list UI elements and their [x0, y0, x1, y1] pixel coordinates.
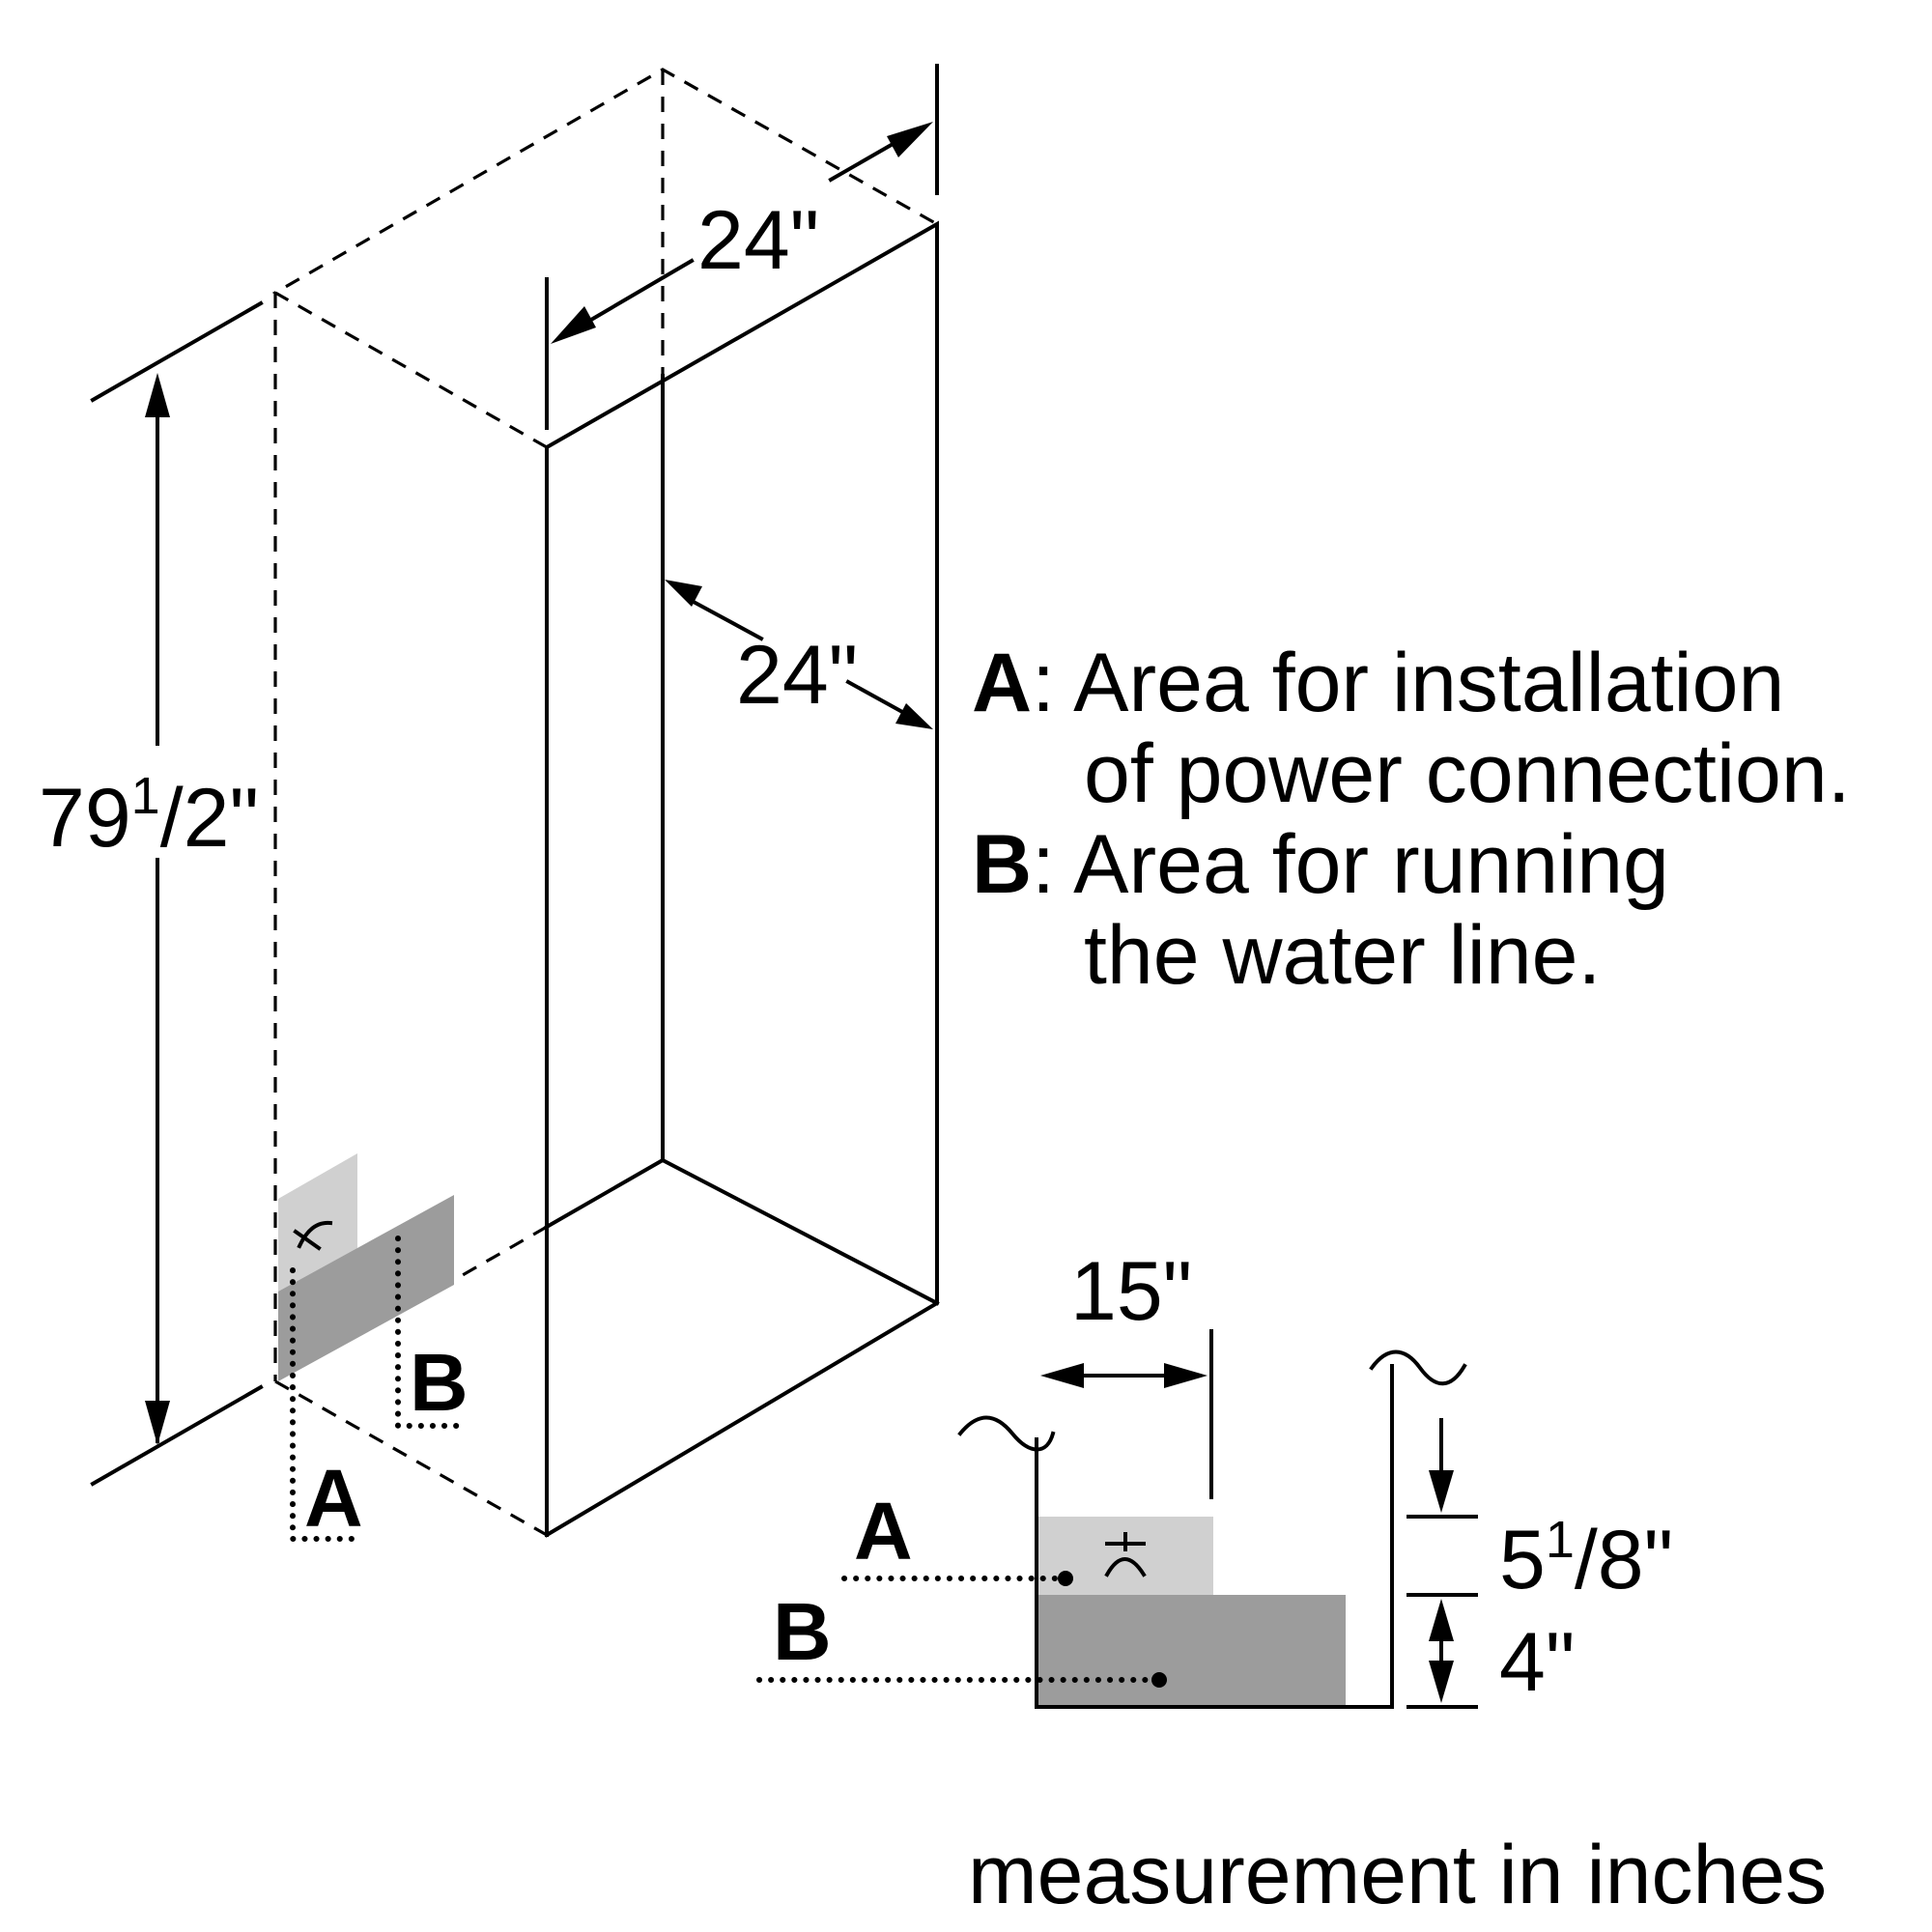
main-dotted-leaders [290, 1236, 461, 1542]
main-label-b: B [410, 1337, 469, 1428]
cabinet-dashed-envelope [271, 68, 938, 1537]
legend-a-line2: of power connection. [1084, 727, 1851, 820]
depth-value: 24" [736, 629, 858, 722]
height-value: 791/2" [39, 767, 259, 865]
inset-label-b: B [773, 1586, 832, 1677]
height-dimension [90, 300, 264, 1487]
inset-upper-value: 51/8" [1499, 1511, 1673, 1606]
legend: A: Area for installation of power connec… [972, 637, 1851, 1002]
main-outlet-icon [293, 1220, 333, 1251]
legend-b-line2: the water line. [1084, 909, 1601, 1002]
main-label-a: A [304, 1453, 363, 1544]
depth-dimension [665, 580, 933, 729]
inset-lower-value: 4" [1499, 1616, 1575, 1709]
main-area-b [278, 1195, 454, 1381]
inset-area-b [1037, 1595, 1346, 1708]
width-dimension [545, 64, 939, 430]
legend-b: B: Area for running [972, 818, 1669, 911]
cabinet-outline [544, 220, 940, 1538]
inset-width-value: 15" [1070, 1245, 1192, 1338]
units-note: measurement in inches [968, 1829, 1827, 1921]
width-value: 24" [697, 194, 819, 287]
inset-detail [756, 1329, 1478, 1709]
legend-a: A: Area for installation [972, 637, 1784, 729]
inset-label-a: A [854, 1486, 913, 1577]
